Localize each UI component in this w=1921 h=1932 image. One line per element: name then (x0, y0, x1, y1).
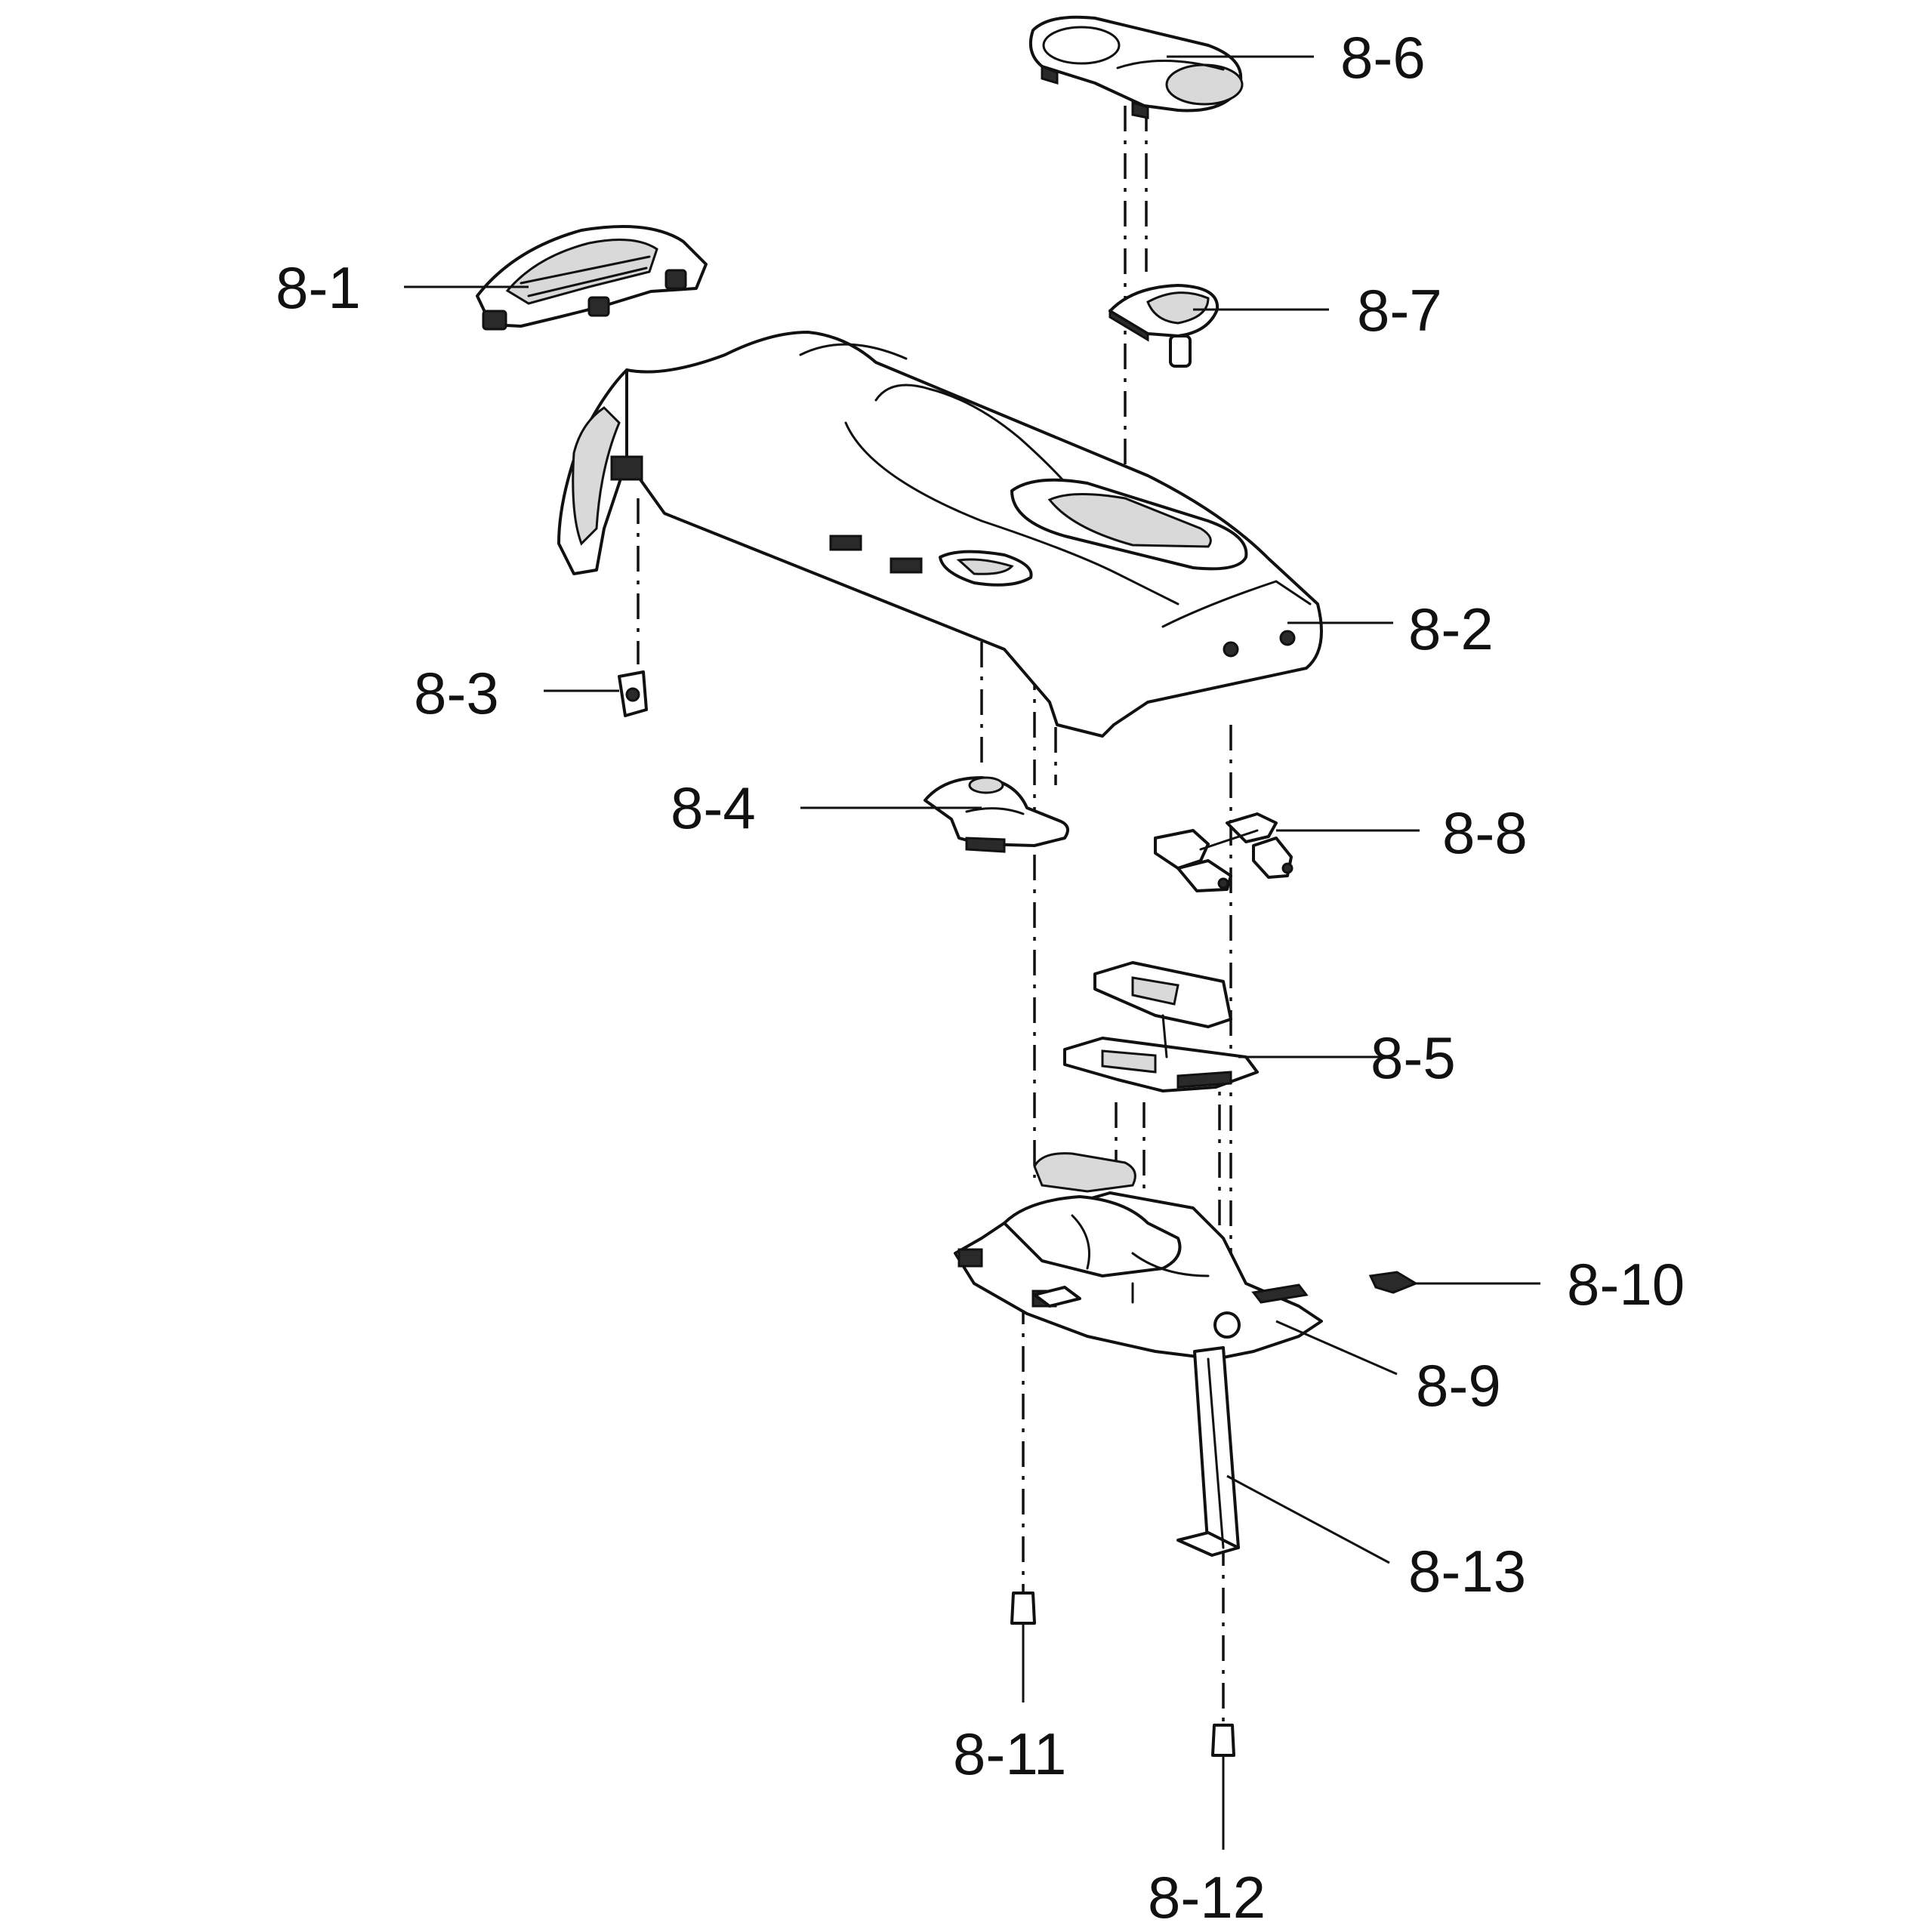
label-8-3: 8-3 (414, 660, 499, 726)
label-8-7: 8-7 (1357, 277, 1442, 344)
part-8-13 (1176, 1346, 1240, 1557)
part-8-9 (954, 1152, 1323, 1360)
part-8-6 (1029, 15, 1244, 119)
part-8-1 (476, 225, 708, 331)
assembly-axes (637, 106, 1232, 1736)
label-8-5: 8-5 (1371, 1025, 1456, 1091)
label-8-1: 8-1 (276, 254, 361, 321)
part-8-8 (1154, 812, 1294, 892)
label-8-11: 8-11 (953, 1721, 1066, 1787)
label-8-9: 8-9 (1416, 1352, 1501, 1419)
leader-lines (404, 55, 1540, 1564)
label-8-8: 8-8 (1442, 800, 1528, 866)
label-8-2: 8-2 (1408, 596, 1494, 662)
callout-labels: 8-6 8-1 8-7 8-2 8-3 8-4 8-8 8-5 8-10 8-9… (276, 24, 1685, 1930)
part-8-2 (557, 331, 1323, 738)
label-8-12: 8-12 (1148, 1864, 1266, 1930)
label-8-10: 8-10 (1567, 1251, 1685, 1317)
part-8-3 (618, 670, 648, 717)
part-8-5 (1063, 961, 1259, 1092)
label-8-4: 8-4 (671, 775, 756, 841)
label-8-6: 8-6 (1340, 24, 1426, 91)
part-8-11 (1010, 1592, 1036, 1702)
part-8-4 (923, 776, 1069, 853)
part-8-12 (1211, 1724, 1235, 1850)
label-8-13: 8-13 (1408, 1538, 1526, 1604)
part-8-10 (1368, 1271, 1419, 1294)
